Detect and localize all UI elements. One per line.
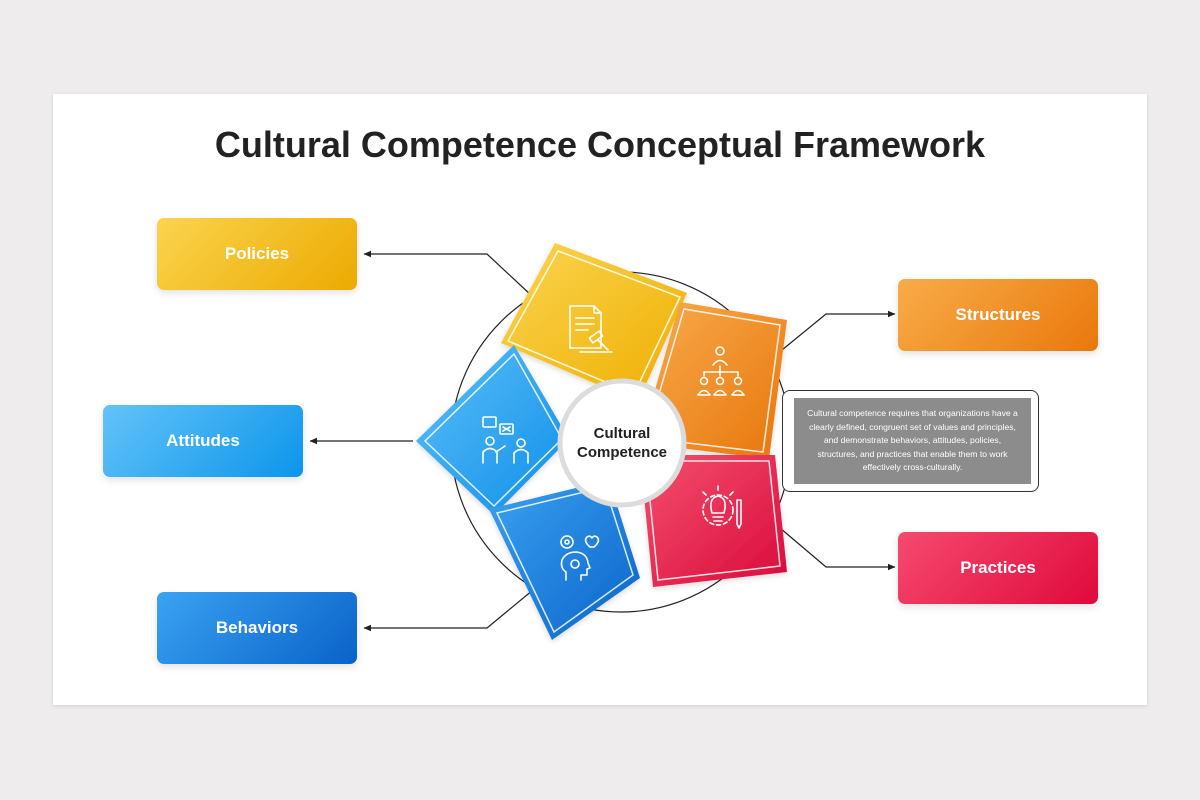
- page-title: Cultural Competence Conceptual Framework: [214, 124, 986, 165]
- petal-behaviors: [489, 480, 640, 640]
- description-text: Cultural competence requires that organi…: [807, 408, 1018, 473]
- attitudes-box: Attitudes: [103, 405, 303, 477]
- petal-attitudes: [416, 345, 569, 515]
- document-gavel-icon: [569, 305, 613, 353]
- lightbulb-gear-icon: [702, 485, 742, 529]
- description-box: Cultural competence requires that organi…: [794, 398, 1031, 484]
- people-discussion-icon: [482, 416, 529, 464]
- center-label-line2: Competence: [576, 444, 668, 461]
- center-label-line1: Cultural: [593, 425, 651, 442]
- practices-box: Practices: [898, 532, 1098, 604]
- practices-label: Practices: [960, 558, 1036, 577]
- policies-label: Policies: [224, 244, 290, 263]
- behaviors-label: Behaviors: [215, 618, 299, 637]
- head-gear-heart-icon: [560, 535, 600, 581]
- connector-behaviors: [363, 589, 534, 632]
- policies-box: Policies: [157, 218, 357, 290]
- org-chart-icon: [697, 346, 745, 396]
- structures-label: Structures: [955, 305, 1041, 324]
- center-circle: [557, 378, 687, 508]
- structures-box: Structures: [898, 279, 1098, 351]
- connector-policies: [363, 250, 533, 297]
- connector-practices: [779, 527, 896, 571]
- center-label: Cultural Competence: [560, 381, 684, 505]
- connector-structures: [781, 310, 896, 351]
- attitudes-label: Attitudes: [166, 431, 240, 450]
- behaviors-box: Behaviors: [157, 592, 357, 664]
